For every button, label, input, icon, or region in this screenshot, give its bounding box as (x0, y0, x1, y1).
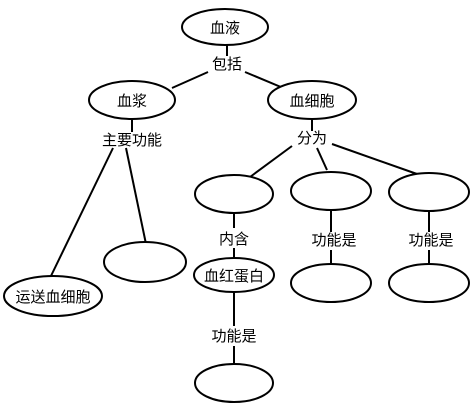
node-cell-type-3-function-shape (388, 263, 470, 303)
node-hemoglobin-function-shape (194, 363, 274, 403)
edge-includes-plasma (171, 71, 209, 89)
node-hemoglobin-shape (193, 257, 275, 293)
node-root-shape (181, 8, 269, 46)
link-label-function-is-type3: 功能是 (408, 231, 453, 249)
edge-divided-type2 (316, 147, 328, 171)
node-root: 血液 (181, 8, 269, 46)
node-plasma-left-label: 运送血细胞 (15, 288, 90, 306)
link-label-main-function: 主要功能 (102, 131, 162, 149)
link-labels: 包括 主要功能 分为 内含 功能是 功能是 功能是 (102, 55, 454, 345)
link-label-function-is-type2: 功能是 (311, 231, 356, 249)
node-cell-type-3-function (388, 263, 470, 303)
node-cell-type-3-shape (388, 172, 470, 212)
node-cell-type-3 (388, 172, 470, 212)
link-label-function-is-hemoglobin: 功能是 (211, 327, 256, 345)
node-root-label: 血液 (210, 19, 240, 37)
node-hemoglobin-function (194, 363, 274, 403)
node-cell-type-2-function-shape (290, 263, 372, 303)
node-plasma-left-shape (3, 275, 103, 317)
node-cell-type-2-shape (290, 171, 372, 211)
node-plasma-left: 运送血细胞 (3, 275, 103, 317)
node-cell-type-2 (290, 171, 372, 211)
edge-divided-type1 (249, 145, 293, 178)
link-label-includes: 包括 (212, 55, 242, 73)
node-plasma-right-shape (103, 241, 187, 283)
edge-mainfunction-right (125, 147, 147, 245)
node-cells: 血细胞 (267, 80, 357, 120)
edge-mainfunction-left (49, 147, 114, 279)
edge-divided-type3 (331, 143, 418, 175)
node-hemoglobin-label: 血红蛋白 (204, 267, 264, 285)
node-plasma-label: 血浆 (117, 92, 147, 110)
link-label-contains: 内含 (219, 230, 249, 248)
node-plasma-shape (88, 80, 176, 120)
node-cells-shape (267, 80, 357, 120)
node-cell-type-1 (194, 174, 274, 214)
node-cell-type-2-function (290, 263, 372, 303)
node-hemoglobin: 血红蛋白 (193, 257, 275, 293)
link-label-divided-into: 分为 (297, 129, 327, 147)
node-plasma-right (103, 241, 187, 283)
node-plasma: 血浆 (88, 80, 176, 120)
node-cell-type-1-shape (194, 174, 274, 214)
node-cells-label: 血细胞 (289, 92, 334, 110)
connectors (49, 44, 430, 364)
